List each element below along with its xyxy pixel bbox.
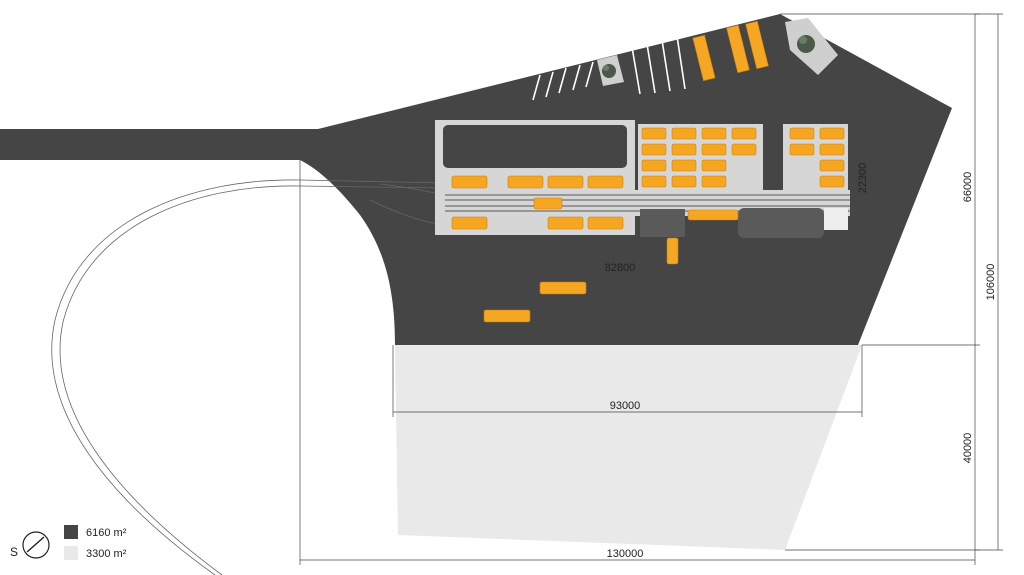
light-area: [395, 345, 862, 550]
dimension-light-depth: 40000: [962, 433, 974, 464]
bus-icon: [483, 309, 531, 323]
bus-icon: [641, 159, 667, 172]
bus-icon: [692, 34, 716, 82]
workshop-building: [738, 208, 824, 238]
bus-icon: [701, 127, 727, 140]
loose-buses: [483, 281, 587, 323]
dimension-total-depth: 106000: [985, 264, 997, 301]
bus-icon: [641, 175, 667, 188]
bus-icon: [547, 216, 584, 230]
bus-icon: [507, 175, 544, 189]
top-buses: [692, 20, 769, 82]
bus-icon: [731, 127, 757, 140]
bus-icon: [533, 197, 563, 210]
dimension-lines: [299, 13, 1003, 565]
bus-icon: [671, 127, 697, 140]
bus-icon: [726, 24, 750, 74]
bus-icon: [789, 127, 815, 140]
compass-icon: [22, 531, 50, 559]
bus-icon: [819, 143, 845, 156]
bus-icon: [671, 175, 697, 188]
bus-icon: [451, 216, 488, 230]
bus-icon: [666, 237, 679, 265]
bus-icon: [671, 159, 697, 172]
parking-stripes: [532, 35, 686, 101]
bus-icon: [731, 143, 757, 156]
bay-buses: [641, 127, 845, 188]
legend: 6160 m² 3300 m²: [64, 525, 127, 560]
bus-icon: [819, 175, 845, 188]
bus-icon: [819, 159, 845, 172]
bus-icon: [641, 127, 667, 140]
bus-icon: [671, 143, 697, 156]
bus-icon: [687, 209, 739, 221]
bus-icon: [745, 20, 769, 70]
legend-label-light: 3300 m²: [86, 548, 127, 560]
workshop-building: [640, 209, 685, 237]
dimension-depot-length: 82800: [605, 262, 636, 274]
planter-left: [597, 55, 624, 86]
legend-label-dark: 6160 m²: [86, 527, 127, 539]
bus-icon: [547, 175, 584, 189]
annex-building: [824, 208, 848, 230]
dimension-depot-width: 22300: [857, 163, 869, 194]
track-buses: [451, 175, 739, 230]
compass-label: S: [10, 545, 18, 559]
bus-icon: [789, 143, 815, 156]
bus-icon: [701, 159, 727, 172]
bus-icon: [641, 143, 667, 156]
dimension-dark-depth: 66000: [962, 172, 974, 203]
legend-swatch-dark: [64, 525, 78, 539]
dimension-total-width: 130000: [607, 548, 644, 560]
bus-icon: [819, 127, 845, 140]
bus-icon: [701, 143, 727, 156]
depot-building: [443, 125, 627, 168]
bus-icon: [539, 281, 587, 295]
planter-right: [785, 18, 838, 75]
bus-icon: [451, 175, 488, 189]
bus-icon: [587, 175, 624, 189]
bus-icon: [587, 216, 624, 230]
legend-swatch-light: [64, 546, 78, 560]
side-buses: [666, 237, 679, 265]
dimension-lot-width: 93000: [610, 400, 641, 412]
bus-icon: [701, 175, 727, 188]
